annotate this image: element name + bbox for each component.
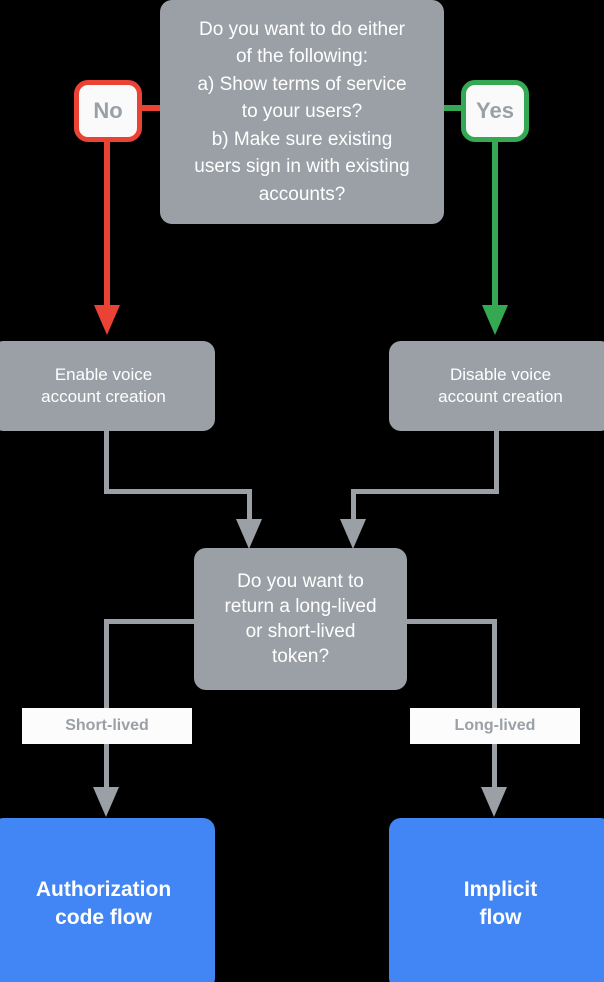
connector-disable-to-q2-seg3 xyxy=(351,489,356,521)
terminal-node-authorization-code-flow[interactable]: Authorization code flow xyxy=(0,818,215,982)
process-node-disable-voice-account-creation-label: Disable voice account creation xyxy=(438,364,563,406)
connector-q1-to-yes xyxy=(442,105,463,111)
decision-node-question-one[interactable]: Do you want to do either of the followin… xyxy=(160,0,444,224)
branch-badge-yes-label: Yes xyxy=(476,98,514,124)
connector-disable-to-q2-arrow xyxy=(340,519,366,549)
connector-q2-to-implicit-arrow xyxy=(481,787,507,817)
connector-enable-to-q2-seg3 xyxy=(247,489,252,521)
decision-node-question-two-label: Do you want to return a long-lived or sh… xyxy=(224,570,377,668)
branch-badge-no[interactable]: No xyxy=(74,80,142,142)
branch-badge-yes[interactable]: Yes xyxy=(461,80,529,142)
connector-q2-to-auth-seg2 xyxy=(104,619,109,789)
connector-q2-to-implicit-seg1 xyxy=(405,619,497,624)
edge-label-short-lived: Short-lived xyxy=(22,708,192,744)
connector-enable-to-q2-seg2 xyxy=(104,489,252,494)
process-node-disable-voice-account-creation[interactable]: Disable voice account creation xyxy=(389,341,604,431)
connector-q2-to-implicit-seg2 xyxy=(492,619,497,789)
connector-q2-to-auth-arrow xyxy=(93,787,119,817)
process-node-enable-voice-account-creation[interactable]: Enable voice account creation xyxy=(0,341,215,431)
connector-disable-to-q2-seg2 xyxy=(351,489,499,494)
connector-no-to-enable-arrow xyxy=(94,305,120,335)
connector-disable-to-q2-seg1 xyxy=(494,428,499,494)
connector-no-to-enable-line xyxy=(104,140,110,308)
connector-yes-to-disable-line xyxy=(492,140,498,308)
edge-label-long-lived: Long-lived xyxy=(410,708,580,744)
edge-label-short-lived-text: Short-lived xyxy=(65,717,149,734)
edge-label-long-lived-text: Long-lived xyxy=(454,717,536,734)
connector-q2-to-auth-seg1 xyxy=(104,619,196,624)
process-node-enable-voice-account-creation-label: Enable voice account creation xyxy=(41,364,166,406)
terminal-node-implicit-flow[interactable]: Implicit flow xyxy=(389,818,604,982)
connector-enable-to-q2-seg1 xyxy=(104,428,109,494)
branch-badge-no-label: No xyxy=(93,98,123,124)
connector-enable-to-q2-arrow xyxy=(236,519,262,549)
terminal-node-implicit-flow-label: Implicit flow xyxy=(463,878,538,929)
decision-node-question-two[interactable]: Do you want to return a long-lived or sh… xyxy=(194,548,407,690)
decision-node-question-one-label: Do you want to do either of the followin… xyxy=(194,18,410,205)
terminal-node-authorization-code-flow-label: Authorization code flow xyxy=(35,878,172,929)
connector-q1-to-no xyxy=(142,105,162,111)
connector-yes-to-disable-arrow xyxy=(482,305,508,335)
